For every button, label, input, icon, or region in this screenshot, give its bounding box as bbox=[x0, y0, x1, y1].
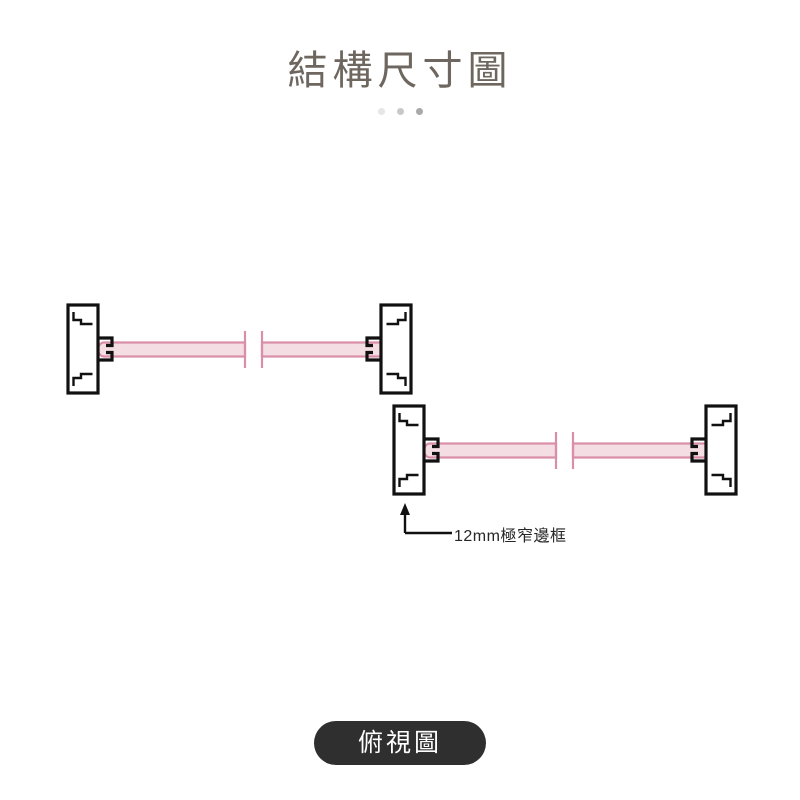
title-block: 結構尺寸圖 bbox=[0, 48, 800, 115]
frame-upper-left bbox=[66, 303, 114, 395]
pagination-dot-1[interactable] bbox=[377, 108, 385, 115]
annotation-leader bbox=[400, 503, 452, 535]
annotation-label: 12mm極窄邊框 bbox=[454, 528, 567, 545]
frame-lower-right bbox=[690, 404, 738, 496]
assembly-lower bbox=[392, 404, 738, 496]
glass-panel-lower bbox=[422, 432, 708, 469]
pagination-dots bbox=[0, 108, 800, 115]
pagination-dot-3[interactable] bbox=[415, 108, 423, 115]
pagination-dot-2[interactable] bbox=[396, 108, 404, 115]
assembly-upper bbox=[66, 303, 413, 395]
page-title: 結構尺寸圖 bbox=[287, 49, 513, 93]
frame-upper-right bbox=[365, 303, 413, 395]
top-view-button[interactable]: 俯視圖 bbox=[313, 721, 487, 765]
frame-lower-left bbox=[392, 404, 440, 496]
glass-panel-upper bbox=[96, 331, 383, 368]
